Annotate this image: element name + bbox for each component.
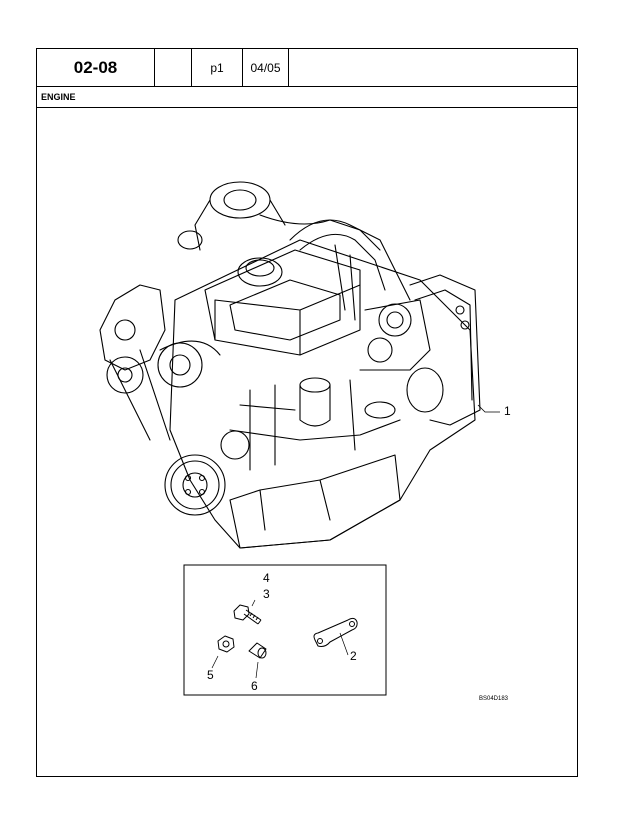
callout-4: 4	[263, 571, 270, 585]
page-title: ENGINE	[41, 92, 76, 102]
callout-1: 1	[504, 404, 511, 418]
page-frame: 02-08 p1 04/05 ENGINE	[36, 48, 578, 777]
detail-inset-frame	[183, 564, 387, 696]
section-number: 02-08	[37, 49, 155, 86]
callout-3: 3	[263, 587, 270, 601]
title-row: ENGINE	[37, 86, 577, 108]
image-code: BS04D183	[479, 696, 509, 702]
revision-date: 04/05	[243, 49, 289, 86]
callout-2: 2	[350, 649, 357, 663]
header-row: 02-08 p1 04/05	[37, 49, 289, 86]
callout-5: 5	[207, 668, 214, 682]
page-number: p1	[192, 49, 243, 86]
header-blank-cell	[155, 49, 192, 86]
callout-6: 6	[251, 679, 258, 693]
